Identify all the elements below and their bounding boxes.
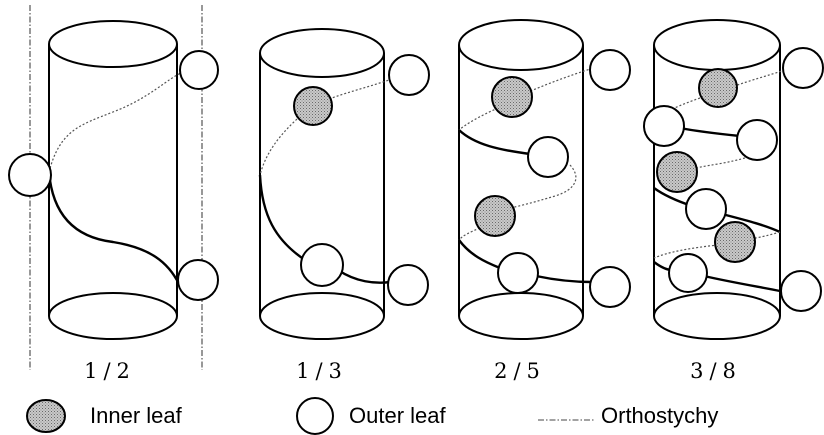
outer-leaf xyxy=(179,50,219,90)
hidden-spiral xyxy=(458,107,499,131)
visible-spiral xyxy=(47,171,181,285)
cylinder-top xyxy=(48,20,178,68)
visible-spiral xyxy=(337,269,391,284)
legend: Inner leaf Outer leaf Orthostychy xyxy=(26,397,718,435)
visible-spiral xyxy=(535,274,593,284)
outer-leaf xyxy=(589,49,631,91)
fraction-label: 2/5 xyxy=(494,359,546,383)
visible-spiral xyxy=(458,239,501,270)
legend-orthostychy-label: Orthostychy xyxy=(601,403,718,428)
outer-leaf xyxy=(589,266,631,308)
hidden-spiral xyxy=(458,227,481,241)
hidden-spiral xyxy=(734,69,786,87)
panel-1-2: 1/2 xyxy=(8,5,219,383)
hidden-spiral xyxy=(259,118,298,176)
inner-leaf xyxy=(698,68,738,108)
hidden-spiral xyxy=(509,164,577,209)
cylinder-bottom xyxy=(458,292,584,340)
cylinder-bottom xyxy=(48,292,178,340)
visible-spiral xyxy=(721,212,781,234)
outer-leaf xyxy=(497,252,539,294)
cylinder-bottom xyxy=(653,292,781,340)
outer-leaf xyxy=(388,54,430,96)
outer-leaf xyxy=(736,119,778,161)
panel-1-3: 1/3 xyxy=(258,28,430,383)
inner-leaf xyxy=(491,76,533,118)
legend-inner-leaf-swatch xyxy=(26,399,66,433)
visible-spiral xyxy=(258,174,306,261)
outer-leaf xyxy=(668,253,708,293)
hidden-spiral xyxy=(653,244,719,259)
cylinder-top xyxy=(653,19,781,71)
inner-leaf xyxy=(293,86,333,126)
legend-outer-leaf-swatch xyxy=(296,397,334,435)
inner-leaf xyxy=(656,151,698,193)
visible-spiral xyxy=(458,129,531,156)
legend-inner-leaf-label: Inner leaf xyxy=(90,403,183,428)
outer-leaf xyxy=(685,188,727,230)
outer-leaf xyxy=(643,105,685,147)
fraction-label: 1/3 xyxy=(296,359,348,383)
fraction-label: 3/8 xyxy=(690,359,742,383)
outer-leaf xyxy=(300,243,344,287)
visible-spiral xyxy=(679,126,741,138)
fraction-label: 1/2 xyxy=(84,359,136,383)
cylinder-top xyxy=(458,19,584,71)
outer-leaf xyxy=(8,153,52,197)
hidden-spiral xyxy=(48,71,184,173)
hidden-spiral xyxy=(309,78,393,109)
hidden-spiral xyxy=(734,231,781,242)
outer-leaf xyxy=(780,270,822,312)
legend-outer-leaf-label: Outer leaf xyxy=(349,403,446,428)
outer-leaf xyxy=(387,264,429,306)
visible-spiral xyxy=(703,274,781,293)
inner-leaf xyxy=(474,195,516,237)
panel-2-5: 2/5 xyxy=(458,19,631,383)
inner-leaf xyxy=(714,221,756,263)
cylinder-bottom xyxy=(259,292,385,340)
outer-leaf xyxy=(527,136,569,178)
outer-leaf xyxy=(177,259,219,301)
panel-3-8: 3/8 xyxy=(643,19,824,383)
cylinder-top xyxy=(259,28,385,78)
outer-leaf xyxy=(782,47,824,89)
